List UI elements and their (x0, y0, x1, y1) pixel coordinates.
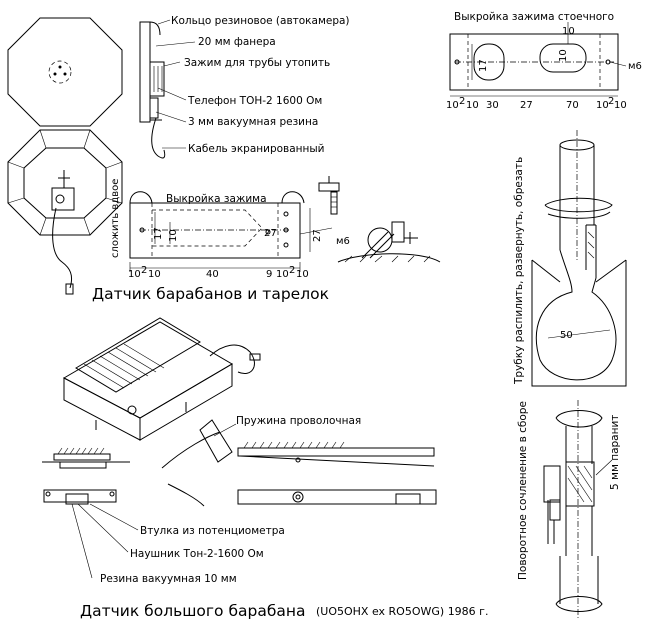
drum-pad-side-section (139, 19, 196, 159)
pipe-unroll-drawing (531, 130, 627, 387)
label-rubber: Резина вакуумная 10 мм (100, 573, 237, 585)
dim-27-height: 27 (312, 229, 323, 242)
dim-2-a: 2 (141, 265, 147, 276)
dim-9: 9 (266, 269, 272, 280)
stand-clamp-title: Выкройка зажима стоечного (454, 11, 614, 23)
dim-2-b: 2 (289, 265, 295, 276)
dim-10-a: 10 (128, 269, 141, 280)
stand-dim-10-top: 10 (562, 26, 575, 37)
dim-10-c: 10 (276, 269, 289, 280)
fold-note: сложить вдвое (110, 179, 121, 258)
label-vacuum-rubber: 3 мм вакуумная резина (188, 116, 318, 128)
bass-drum-author: (UO5OHX ex RO5OWG) 1986 г. (316, 605, 488, 618)
bass-pedal-side-views (42, 419, 437, 579)
paranit-note: 5 мм паранит (609, 415, 621, 490)
label-earphone: Наушник Тон-2-1600 Ом (130, 548, 264, 560)
stand-dim-2-b: 2 (608, 96, 614, 107)
thread-m6: м6 (336, 236, 350, 247)
stand-dim-17: 17 (478, 59, 489, 72)
label-pipe-clamp: Зажим для трубы утопить (184, 57, 330, 69)
dim-10-b: 10 (148, 269, 161, 280)
label-spring: Пружина проволочная (236, 415, 361, 427)
label-plywood: 20 мм фанера (198, 36, 276, 48)
stand-dim-27: 27 (520, 100, 533, 111)
drum-pad-underside-drawing (7, 129, 123, 295)
dim-40: 40 (206, 269, 219, 280)
pipe-dim-50: 50 (560, 330, 573, 341)
dim-10-vertical: 10 (168, 229, 179, 242)
dim-27-slot: 27 (264, 228, 277, 239)
label-phone: Телефон ТОН-2 1600 Ом (187, 95, 322, 107)
stand-dim-2-a: 2 (459, 96, 465, 107)
pipe-note: Трубку распилить, развернуть, обрезать (513, 157, 525, 385)
label-cable: Кабель экранированный (188, 143, 325, 155)
dim-10-d: 10 (296, 269, 309, 280)
clamp-pattern-title: Выкройка зажима (166, 193, 267, 205)
stand-clamp-pattern-drawing (449, 22, 627, 97)
stand-dim-10-v: 10 (558, 49, 569, 62)
label-bushing: Втулка из потенциометра (140, 525, 285, 537)
stand-dim-70: 70 (566, 100, 579, 111)
drum-sensor-caption: Датчик барабанов и тарелок (92, 285, 329, 303)
stand-dim-10-a: 10 (446, 100, 459, 111)
drum-pad-face-drawing (7, 17, 123, 127)
stand-thread-m6: м6 (628, 61, 642, 72)
bass-pedal-isometric-drawing (62, 317, 261, 441)
stand-dim-10-d: 10 (614, 100, 627, 111)
swivel-joint-drawing (543, 400, 613, 620)
dim-17: 17 (153, 227, 164, 240)
joint-note: Поворотное сочленение в сборе (517, 401, 529, 580)
stand-dim-30: 30 (486, 100, 499, 111)
bass-drum-caption: Датчик большого барабана (80, 602, 306, 620)
stand-dim-10-b: 10 (466, 100, 479, 111)
label-rubber-ring: Кольцо резиновое (автокамера) (171, 15, 350, 27)
stand-dim-10-c: 10 (596, 100, 609, 111)
clamp-pattern-drawing (129, 176, 441, 272)
